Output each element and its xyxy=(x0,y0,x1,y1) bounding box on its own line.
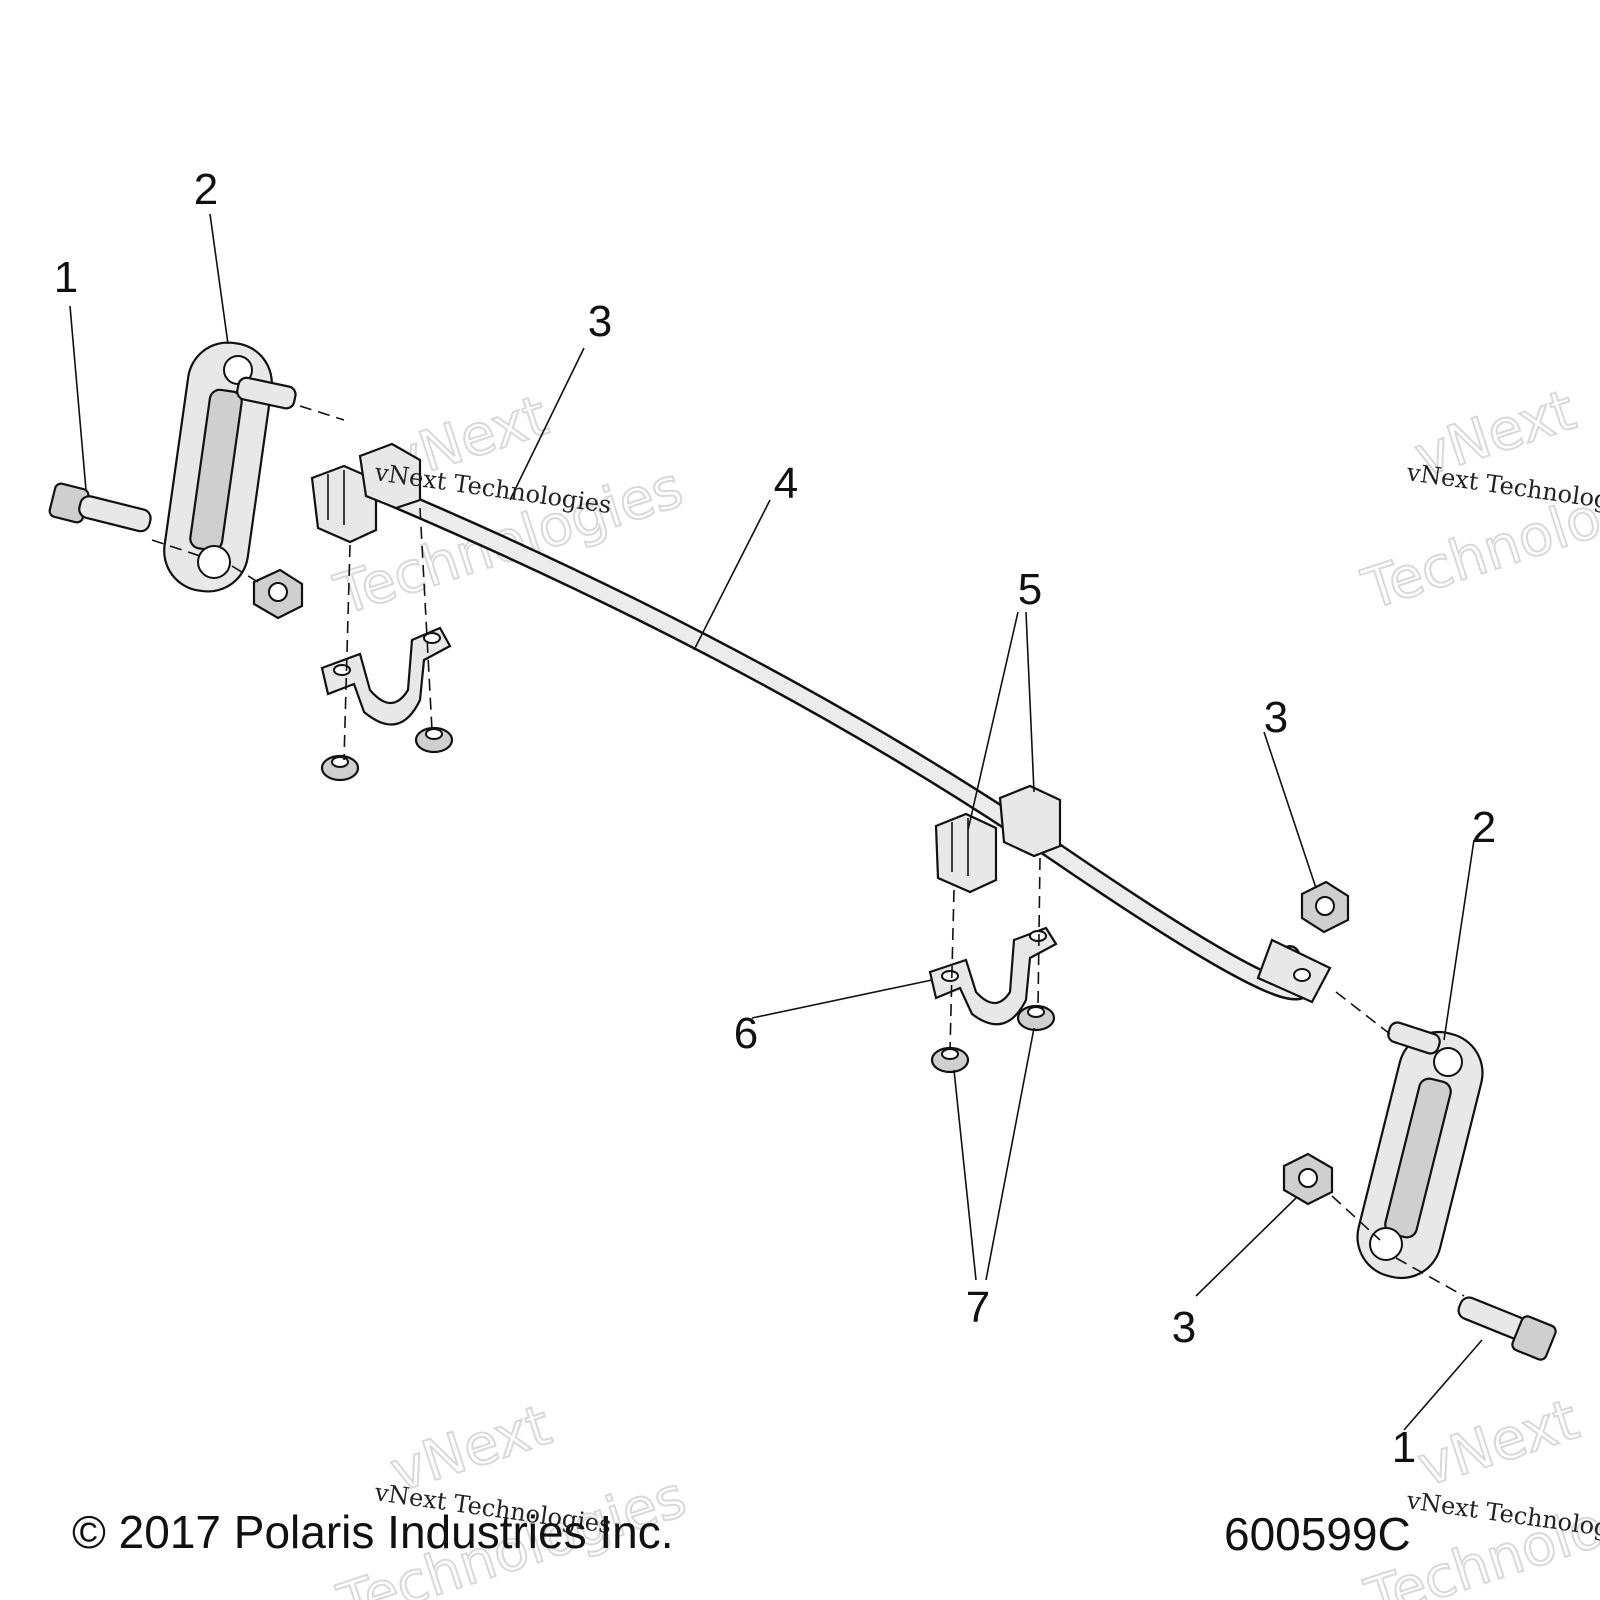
callout-1-left: 1 xyxy=(54,253,78,302)
right-flange-nuts xyxy=(930,1004,1056,1074)
callout-3-lower-right: 3 xyxy=(1172,1303,1196,1352)
copyright-text: © 2017 Polaris Industries Inc. xyxy=(72,1506,674,1558)
left-bolt xyxy=(48,482,152,533)
right-bracket xyxy=(928,926,1058,1026)
callout-7: 7 xyxy=(966,1283,990,1332)
stabilizer-bar xyxy=(342,470,1332,1004)
watermark-group-lower-right: vNext Technologies xyxy=(1357,1386,1600,1600)
leader-lines xyxy=(69,213,1483,1431)
right-bushings xyxy=(934,784,1062,894)
callouts: 1 2 3 4 5 3 2 6 7 3 1 xyxy=(54,165,1496,1472)
part-code-text: 600599C xyxy=(1224,1508,1411,1560)
right-bolt xyxy=(1457,1296,1557,1361)
right-lower-nut xyxy=(1282,1152,1334,1206)
callout-2-right: 2 xyxy=(1472,803,1496,852)
watermark-group-lower-left: vNext Technologies xyxy=(329,1392,694,1600)
callout-2-left: 2 xyxy=(194,165,218,214)
callout-5: 5 xyxy=(1018,565,1042,614)
left-nut xyxy=(252,568,304,620)
left-flange-nuts xyxy=(320,726,454,782)
left-bushings xyxy=(310,442,422,544)
callout-6: 6 xyxy=(734,1009,758,1058)
right-link xyxy=(1356,1021,1484,1280)
callout-4: 4 xyxy=(774,459,798,508)
left-bracket xyxy=(320,626,452,726)
callout-3-upper-right: 3 xyxy=(1264,693,1288,742)
alignment-lines xyxy=(151,405,1465,1297)
watermark-large-top: vNext xyxy=(1411,1387,1587,1499)
right-upper-nut xyxy=(1300,880,1350,934)
callout-1-right: 1 xyxy=(1392,1423,1416,1472)
callout-3-upper-left: 3 xyxy=(588,297,612,346)
left-link xyxy=(163,341,297,593)
